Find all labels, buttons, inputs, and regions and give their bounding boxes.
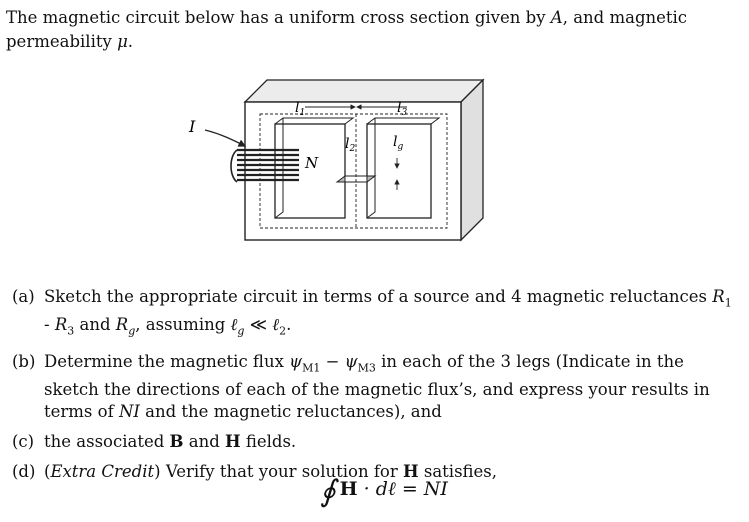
part-d: (d) (Extra Credit) Verify that your solu… [12,461,498,481]
label-I: I [188,117,196,136]
magnetic-circuit-figure: I N l1 l2 l3 lg [188,78,485,242]
mean-path [259,113,448,229]
problem-intro: The magnetic circuit below has a uniform… [6,8,688,51]
label-l2: l2 [345,136,355,154]
var-A: A [550,8,563,27]
coil-end [230,149,238,183]
part-c: (c) the associated B and H fields. [12,431,297,451]
part-a: (a) Sketch the appropriate circuit in te… [12,287,732,338]
var-mu: μ [117,32,128,51]
question-parts: (a) Sketch the appropriate circuit in te… [12,286,742,491]
line-integral-formula: ∮H · dℓ = NI [320,474,448,509]
label-N: N [304,154,319,172]
label-l3: l3 [397,100,407,118]
label-lg: lg [393,134,403,152]
part-b: (b) Determine the magnetic flux ψM1 − ψM… [12,351,710,421]
lead-wire [204,129,247,147]
coil-windings [237,148,299,182]
label-l1: l1 [295,100,305,118]
right-window [366,123,432,219]
core-right-face [460,78,484,242]
core-top-face [243,79,485,103]
contour-integral-symbol: ∮ [320,474,336,509]
